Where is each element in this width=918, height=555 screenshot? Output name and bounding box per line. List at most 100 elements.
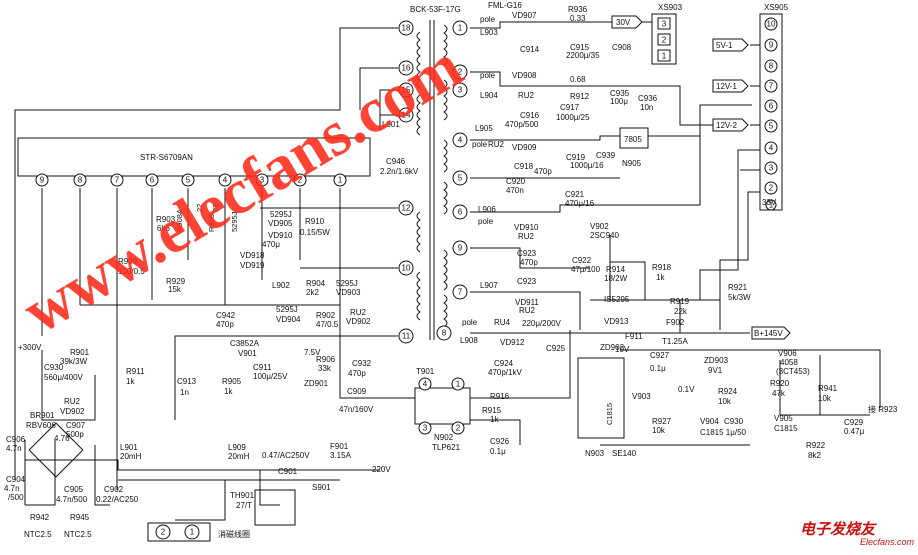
part-label: NTC2.5 xyxy=(64,530,92,539)
part-label: R924 xyxy=(718,387,738,396)
part-label: VD903 xyxy=(336,288,361,297)
svg-text:16: 16 xyxy=(402,64,411,73)
part-label: 0.1μ xyxy=(650,364,666,373)
svg-text:18: 18 xyxy=(402,24,411,33)
part-label: VD910 xyxy=(514,223,539,232)
part-label: 470p/1kV xyxy=(488,368,522,377)
optocoupler-pins: 4 1 3 2 xyxy=(418,377,465,435)
part-label: C906 xyxy=(6,435,26,444)
tx-pin: 5 xyxy=(452,170,468,186)
svg-text:3: 3 xyxy=(458,86,463,95)
corner-logo-bg xyxy=(794,510,918,555)
part-label: V905 xyxy=(774,414,793,423)
svg-text:10: 10 xyxy=(402,264,411,273)
part-label: 470p/500 xyxy=(505,120,539,129)
flag-5v-1: 5V-1 xyxy=(712,38,749,52)
part-label: C3852A xyxy=(230,339,260,348)
xs905-pins: 10 9 8 7 6 5 4 3 2 1 xyxy=(764,17,778,211)
svg-text:B+145V: B+145V xyxy=(754,329,783,338)
svg-text:12V-1: 12V-1 xyxy=(716,82,737,91)
part-label: 1n xyxy=(180,388,189,397)
ic-pin: 3 xyxy=(255,173,269,187)
part-label: ZD903 xyxy=(704,356,729,365)
svg-text:2: 2 xyxy=(456,424,461,433)
corner-logo-en: Elecfans.com xyxy=(860,537,915,547)
part-label: 22k xyxy=(674,307,688,316)
part-label: C925 xyxy=(546,344,566,353)
part-label: C923 xyxy=(517,277,537,286)
part-label: T901 xyxy=(416,367,435,376)
part-label: 5295J xyxy=(336,279,358,288)
part-label: L905 xyxy=(475,124,493,133)
part-label: 0.47μ xyxy=(844,427,865,436)
part-label: 8k2 xyxy=(808,451,821,460)
tx-pin: 11 xyxy=(398,328,414,344)
part-label: RU2 xyxy=(488,140,505,149)
part-label: 4.76 xyxy=(54,434,70,443)
part-label: L909 xyxy=(228,443,246,452)
part-label: 消磁线圈 xyxy=(218,529,250,539)
part-label: BR901 xyxy=(30,411,55,420)
part-label: C942 xyxy=(216,311,236,320)
ic-pin: 5 xyxy=(181,173,195,187)
xs905-pin: 3 xyxy=(764,161,778,175)
svg-text:7: 7 xyxy=(115,176,120,185)
part-label: 4.7n/500 xyxy=(56,495,88,504)
svg-text:9: 9 xyxy=(769,41,774,50)
svg-text:1: 1 xyxy=(190,528,195,537)
part-label: 3.15A xyxy=(330,451,352,460)
svg-text:1: 1 xyxy=(456,380,461,389)
part-label: pole xyxy=(462,318,478,327)
ic-pin: 2 xyxy=(293,173,307,187)
part-label: C926 xyxy=(490,437,510,446)
part-label: 4058 xyxy=(780,358,798,367)
xs905-pin: 2 xyxy=(764,181,778,195)
part-label: R916 xyxy=(490,392,510,401)
svg-text:6: 6 xyxy=(150,176,155,185)
part-label: pole xyxy=(480,15,496,24)
svg-text:4: 4 xyxy=(223,176,228,185)
part-label: R910 xyxy=(305,217,325,226)
xs905-pin: 4 xyxy=(764,141,778,155)
part-label: 4.7n xyxy=(6,444,22,453)
part-label: C946 xyxy=(386,157,406,166)
part-label: 500p xyxy=(66,430,84,439)
svg-text:5: 5 xyxy=(458,174,463,183)
part-label: 47μ/100 xyxy=(571,265,601,274)
part-label: C919 xyxy=(566,153,586,162)
part-label: 15k xyxy=(168,285,182,294)
ic-pin: 7 xyxy=(110,173,124,187)
xs903-pin: 1 xyxy=(657,49,671,62)
svg-text:9: 9 xyxy=(458,244,463,253)
part-label: R922 xyxy=(806,441,826,450)
svg-text:10: 10 xyxy=(767,20,776,29)
part-label: 2.2n/1.6kV xyxy=(380,167,419,176)
part-label: 20mH xyxy=(120,452,142,461)
xs905-pin: 6 xyxy=(764,99,778,113)
part-label: (3CT453) xyxy=(776,367,810,376)
regulator-7805-label: 7805 xyxy=(624,135,642,144)
part-label: C920 xyxy=(506,177,526,186)
part-label: C913 xyxy=(177,377,197,386)
xs905-label: XS905 xyxy=(764,3,789,12)
tx-pin: 15 xyxy=(398,82,414,98)
xs903-pin: 2 xyxy=(657,33,671,46)
svg-text:12V-2: 12V-2 xyxy=(716,121,737,130)
svg-text:2: 2 xyxy=(161,528,166,537)
part-label: 2200μ/35 xyxy=(566,51,600,60)
svg-text:3: 3 xyxy=(662,20,667,29)
corner-logo-cn: 电子发烧友 xyxy=(800,521,877,538)
part-label: 560μ/400V xyxy=(44,373,84,382)
part-label: V902 xyxy=(590,222,609,231)
part-label: R904 xyxy=(306,279,326,288)
component-labels: FML-G16 VD907 R936 0.33 pole L903 C914 C… xyxy=(4,1,865,539)
part-label: R914 xyxy=(606,265,626,274)
part-label: 9V1 xyxy=(708,366,723,375)
part-label: +300V xyxy=(18,343,42,352)
part-label: C923 xyxy=(517,249,537,258)
part-label: R905 xyxy=(222,377,242,386)
part-label: R929 xyxy=(166,277,186,286)
xs903-pin: 3 xyxy=(657,17,671,30)
part-label: R908A xyxy=(175,209,184,232)
part-label: C908 xyxy=(612,43,632,52)
